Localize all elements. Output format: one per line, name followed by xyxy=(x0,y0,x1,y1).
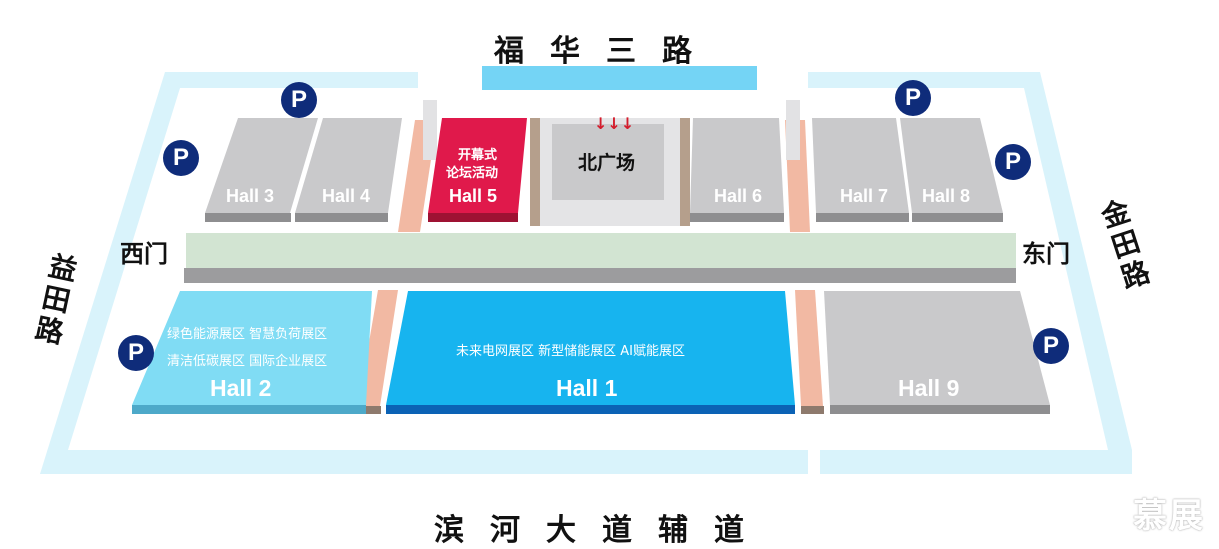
north-plaza-arrows: ↓↓↓ xyxy=(594,114,635,133)
walkway-bottom-left xyxy=(358,290,398,406)
parking-icon: P xyxy=(163,140,199,176)
hall-9-label: Hall 9 xyxy=(898,375,960,401)
walkway-bottom-right xyxy=(795,290,823,406)
north-plaza-inner xyxy=(552,124,664,200)
hall-6-base xyxy=(690,213,784,222)
hall-5-base xyxy=(428,213,518,222)
hall-4-block xyxy=(295,118,402,213)
north-plaza-pillar-right xyxy=(680,118,690,226)
north-road-bar xyxy=(482,66,757,90)
hall-1-zones: 未来电网展区 新型储能展区 AI赋能展区 xyxy=(456,344,685,359)
watermark-logo: 慕展 xyxy=(1133,496,1205,536)
central-corridor-base xyxy=(184,268,1016,283)
hall-2-zones-line-2: 清洁低碳展区 国际企业展区 xyxy=(167,354,328,369)
parking-icon: P xyxy=(995,144,1031,180)
parking-icon: P xyxy=(895,80,931,116)
central-corridor xyxy=(186,233,1016,268)
east-gate-label: 东门 xyxy=(1022,240,1070,268)
hall-4-label: Hall 4 xyxy=(322,186,371,206)
hall-3-base xyxy=(205,213,291,222)
hall-2-block xyxy=(132,291,372,405)
hall-5-note-2: 论坛活动 xyxy=(446,166,499,181)
walkway-bottom-right-base xyxy=(801,406,824,414)
north-plaza-pillar-left xyxy=(530,118,540,226)
walkway-top-left-gray xyxy=(423,100,437,160)
north-plaza-label: 北广场 xyxy=(578,152,636,174)
hall-1-base xyxy=(386,405,795,414)
hall-6-block xyxy=(690,118,784,213)
hall-8-label: Hall 8 xyxy=(922,186,971,206)
hall-3-label: Hall 3 xyxy=(226,186,275,206)
hall-6-label: Hall 6 xyxy=(714,186,763,206)
hall-5-label: Hall 5 xyxy=(449,186,498,206)
hall-7-base xyxy=(816,213,909,222)
parking-icon: P xyxy=(1033,328,1069,364)
hall-2-label: Hall 2 xyxy=(210,375,272,401)
hall-3-block xyxy=(205,118,318,213)
road-north-label: 福华三路 xyxy=(494,34,718,69)
hall-7-label: Hall 7 xyxy=(840,186,889,206)
hall-4-base xyxy=(295,213,388,222)
hall-9-block xyxy=(824,291,1050,405)
west-gate-label: 西门 xyxy=(120,240,168,268)
hall-2-zones-line-1: 绿色能源展区 智慧负荷展区 xyxy=(167,327,328,342)
parking-icon: P xyxy=(118,335,154,371)
hall-5-block xyxy=(428,118,527,213)
walkway-bottom-left-base xyxy=(356,406,381,414)
road-south-label: 滨河大道辅道 xyxy=(434,513,770,548)
hall-1-label: Hall 1 xyxy=(556,375,618,401)
hall-9-base xyxy=(830,405,1050,414)
hall-5-note-1: 开幕式 xyxy=(458,148,498,163)
outer-walkway-ring-east xyxy=(808,72,1132,474)
parking-icon: P xyxy=(281,82,317,118)
hall-8-base xyxy=(912,213,1003,222)
hall-8-block xyxy=(900,118,1003,213)
hall-2-base xyxy=(132,405,366,414)
hall-1-block xyxy=(386,291,795,405)
walkway-top-right-gray xyxy=(786,100,800,160)
hall-7-block xyxy=(812,118,909,213)
